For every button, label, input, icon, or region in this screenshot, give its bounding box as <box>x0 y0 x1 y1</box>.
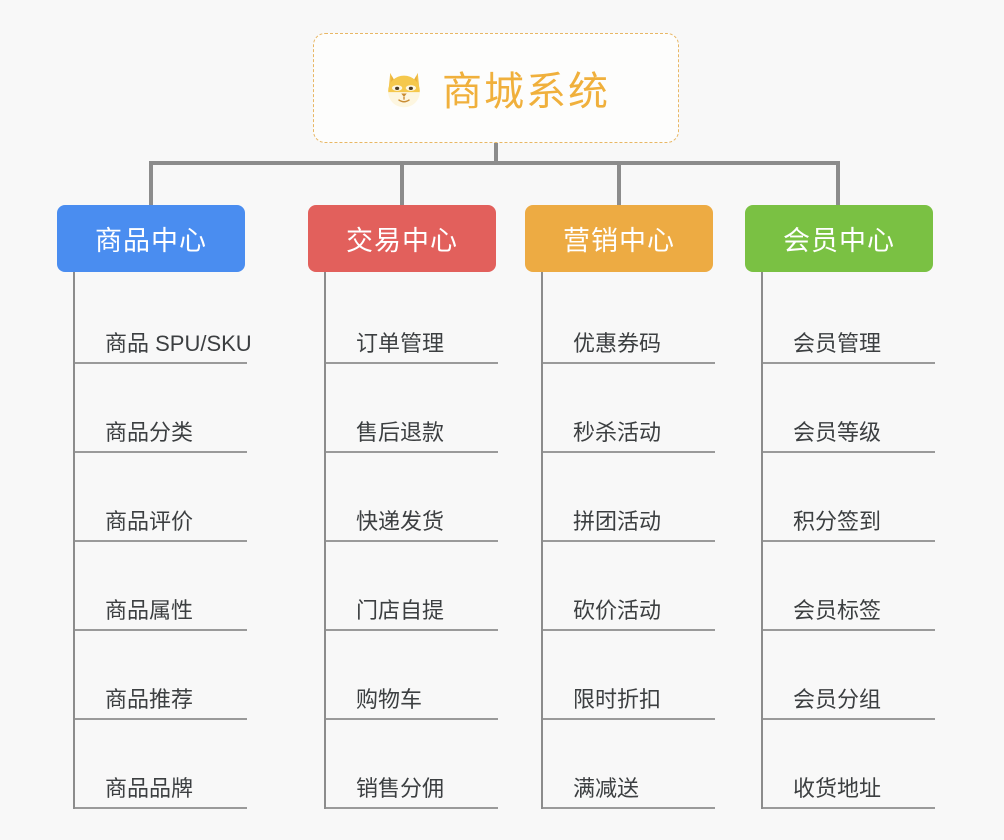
list-item[interactable]: 积分签到 <box>763 453 935 542</box>
connector-drop-4 <box>836 161 840 207</box>
leaf-label: 销售分佣 <box>356 775 445 801</box>
leaf-stack-2: 订单管理 售后退款 快递发货 门店自提 购物车 销售分佣 <box>324 272 498 809</box>
list-item[interactable]: 购物车 <box>326 631 498 720</box>
leaf-label: 积分签到 <box>793 508 882 534</box>
leaf-stack-1: 商品 SPU/SKU 商品分类 商品评价 商品属性 商品推荐 商品品牌 <box>73 272 252 809</box>
leaf-label: 会员分组 <box>793 686 882 712</box>
leaf-label: 商品推荐 <box>105 686 194 712</box>
list-item[interactable]: 收货地址 <box>763 720 935 809</box>
category-header-4[interactable]: 会员中心 <box>745 205 933 272</box>
connector-horizontal-bus <box>149 161 840 165</box>
list-item[interactable]: 砍价活动 <box>543 542 715 631</box>
category-header-3[interactable]: 营销中心 <box>525 205 713 272</box>
category-header-2[interactable]: 交易中心 <box>308 205 496 272</box>
connector-drop-3 <box>617 161 621 207</box>
list-item[interactable]: 商品 SPU/SKU <box>75 272 252 364</box>
leaf-label: 秒杀活动 <box>573 419 662 445</box>
leaf-label: 售后退款 <box>356 419 445 445</box>
list-item[interactable]: 商品分类 <box>75 364 247 453</box>
leaf-label: 限时折扣 <box>573 686 662 712</box>
leaf-label: 快递发货 <box>356 508 445 534</box>
leaf-stack-4: 会员管理 会员等级 积分签到 会员标签 会员分组 收货地址 <box>761 272 935 809</box>
list-item[interactable]: 商品属性 <box>75 542 247 631</box>
list-item[interactable]: 快递发货 <box>326 453 498 542</box>
list-item[interactable]: 秒杀活动 <box>543 364 715 453</box>
category-label-2: 交易中心 <box>346 226 458 256</box>
leaf-label: 门店自提 <box>356 597 445 623</box>
connector-root-stem <box>494 143 498 163</box>
leaf-label: 收货地址 <box>793 775 882 801</box>
leaf-label: 商品评价 <box>105 508 194 534</box>
leaf-label: 会员标签 <box>793 597 882 623</box>
leaf-label: 商品品牌 <box>105 775 194 801</box>
list-item[interactable]: 销售分佣 <box>326 720 498 809</box>
category-label-4: 会员中心 <box>783 226 895 256</box>
list-item[interactable]: 订单管理 <box>326 272 498 364</box>
list-item[interactable]: 满减送 <box>543 720 715 809</box>
leaf-label: 会员管理 <box>793 330 882 356</box>
list-item[interactable]: 会员等级 <box>763 364 935 453</box>
leaf-label: 订单管理 <box>356 330 445 356</box>
list-item[interactable]: 拼团活动 <box>543 453 715 542</box>
root-node[interactable]: 商城系统 <box>313 33 679 143</box>
root-title: 商城系统 <box>442 70 610 114</box>
category-column-2: 交易中心 订单管理 售后退款 快递发货 门店自提 购物车 销售分佣 <box>308 205 498 809</box>
list-item[interactable]: 会员分组 <box>763 631 935 720</box>
leaf-label: 购物车 <box>356 686 423 712</box>
list-item[interactable]: 商品推荐 <box>75 631 247 720</box>
leaf-label: 会员等级 <box>793 419 882 445</box>
leaf-label: 优惠券码 <box>573 330 662 356</box>
list-item[interactable]: 会员管理 <box>763 272 935 364</box>
leaf-label: 拼团活动 <box>573 508 662 534</box>
leaf-label: 满减送 <box>573 775 640 801</box>
list-item[interactable]: 售后退款 <box>326 364 498 453</box>
list-item[interactable]: 优惠券码 <box>543 272 715 364</box>
category-column-3: 营销中心 优惠券码 秒杀活动 拼团活动 砍价活动 限时折扣 满减送 <box>525 205 715 809</box>
leaf-label: 砍价活动 <box>573 597 662 623</box>
category-column-4: 会员中心 会员管理 会员等级 积分签到 会员标签 会员分组 收货地址 <box>745 205 935 809</box>
category-label-3: 营销中心 <box>563 226 675 256</box>
shiba-dog-face-icon <box>382 66 426 110</box>
list-item[interactable]: 商品品牌 <box>75 720 247 809</box>
category-header-1[interactable]: 商品中心 <box>57 205 245 272</box>
leaf-stack-3: 优惠券码 秒杀活动 拼团活动 砍价活动 限时折扣 满减送 <box>541 272 715 809</box>
category-column-1: 商品中心 商品 SPU/SKU 商品分类 商品评价 商品属性 商品推荐 商品品牌 <box>57 205 252 809</box>
leaf-label: 商品属性 <box>105 597 194 623</box>
connector-drop-1 <box>149 161 153 207</box>
leaf-label: 商品 SPU/SKU <box>105 330 252 356</box>
category-label-1: 商品中心 <box>95 226 207 256</box>
list-item[interactable]: 限时折扣 <box>543 631 715 720</box>
leaf-label: 商品分类 <box>105 419 194 445</box>
list-item[interactable]: 商品评价 <box>75 453 247 542</box>
connector-drop-2 <box>400 161 404 207</box>
list-item[interactable]: 会员标签 <box>763 542 935 631</box>
list-item[interactable]: 门店自提 <box>326 542 498 631</box>
